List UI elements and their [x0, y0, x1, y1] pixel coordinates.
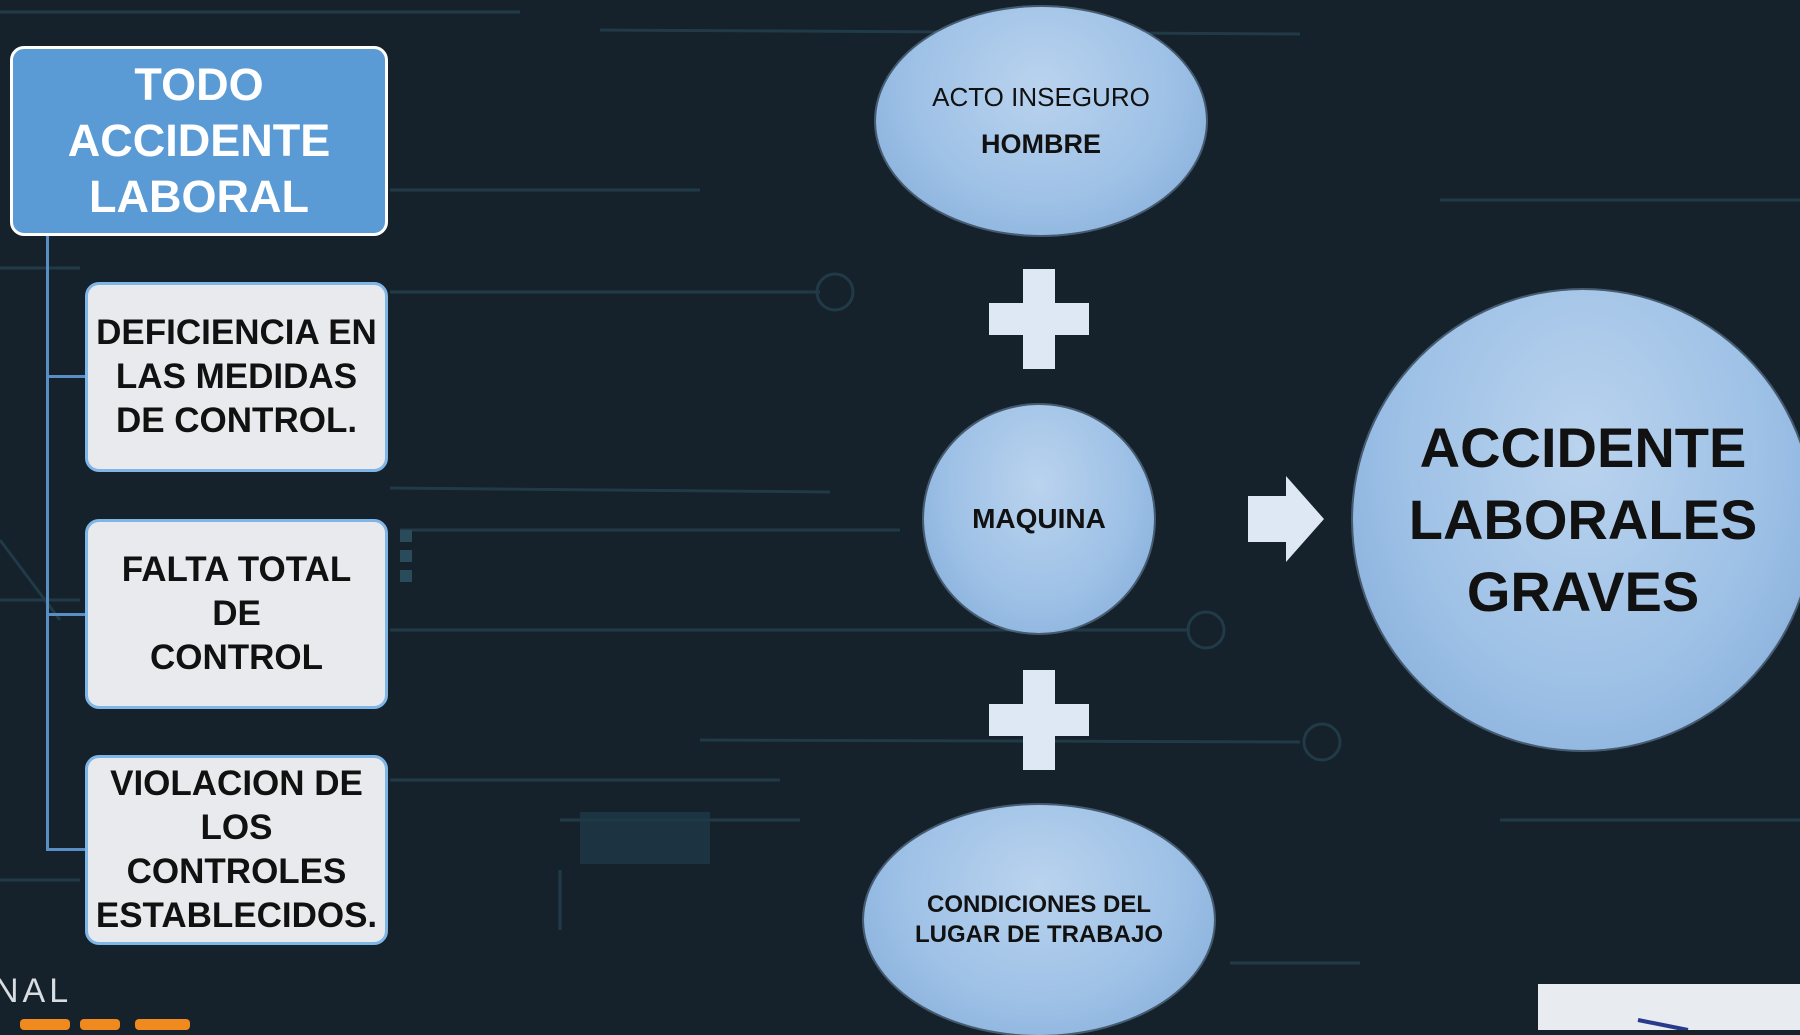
connector-vertical [46, 236, 49, 850]
hombre-line2: HOMBRE [981, 129, 1101, 159]
arrow-right-icon [1248, 476, 1324, 562]
title-line: ACCIDENTE [67, 115, 331, 166]
connector-branch-2 [46, 613, 86, 616]
result-line: ACCIDENTE [1419, 416, 1747, 479]
cause-line: DE CONTROL. [115, 401, 358, 440]
result-line: LABORALES [1408, 488, 1758, 551]
cause-box-falta-total: FALTA TOTAL DE CONTROL [85, 519, 388, 709]
cause-box-deficiencia: DEFICIENCIA EN LAS MEDIDAS DE CONTROL. [85, 282, 388, 472]
corner-image [1538, 984, 1800, 1030]
cause-line: DEFICIENCIA EN [96, 313, 377, 352]
ellipse-maquina: MAQUINA [924, 405, 1154, 633]
cause-line: VIOLACION DE [110, 764, 363, 803]
connector-branch-3 [46, 848, 86, 851]
plus-icon [989, 269, 1089, 369]
maquina-label: MAQUINA [972, 503, 1106, 534]
result-line: GRAVES [1466, 560, 1700, 623]
cause-box-violacion: VIOLACION DE LOS CONTROLES ESTABLECIDOS. [85, 755, 388, 945]
logo-text: NAL [0, 972, 73, 1010]
hombre-line1: ACTO INSEGURO [932, 82, 1150, 112]
condiciones-line1: CONDICIONES DEL [926, 891, 1151, 918]
connector-branch-1 [46, 375, 86, 378]
ellipse-condiciones: CONDICIONES DEL LUGAR DE TRABAJO [864, 805, 1214, 1035]
plus-icon [989, 670, 1089, 770]
cause-line: FALTA TOTAL DE [121, 550, 352, 633]
circle-result: ACCIDENTE LABORALES GRAVES [1353, 290, 1800, 750]
ellipse-hombre: ACTO INSEGURO HOMBRE [876, 7, 1206, 235]
title-line: TODO [134, 59, 264, 110]
cause-line: LOS CONTROLES [126, 808, 347, 891]
title-line: LABORAL [89, 171, 309, 222]
logo-mark [20, 1019, 190, 1030]
cause-line: ESTABLECIDOS. [95, 896, 378, 935]
cause-line: LAS MEDIDAS [115, 357, 358, 396]
cause-line: CONTROL [149, 638, 324, 677]
condiciones-line2: LUGAR DE TRABAJO [914, 921, 1163, 948]
title-box: TODO ACCIDENTE LABORAL [10, 46, 388, 236]
